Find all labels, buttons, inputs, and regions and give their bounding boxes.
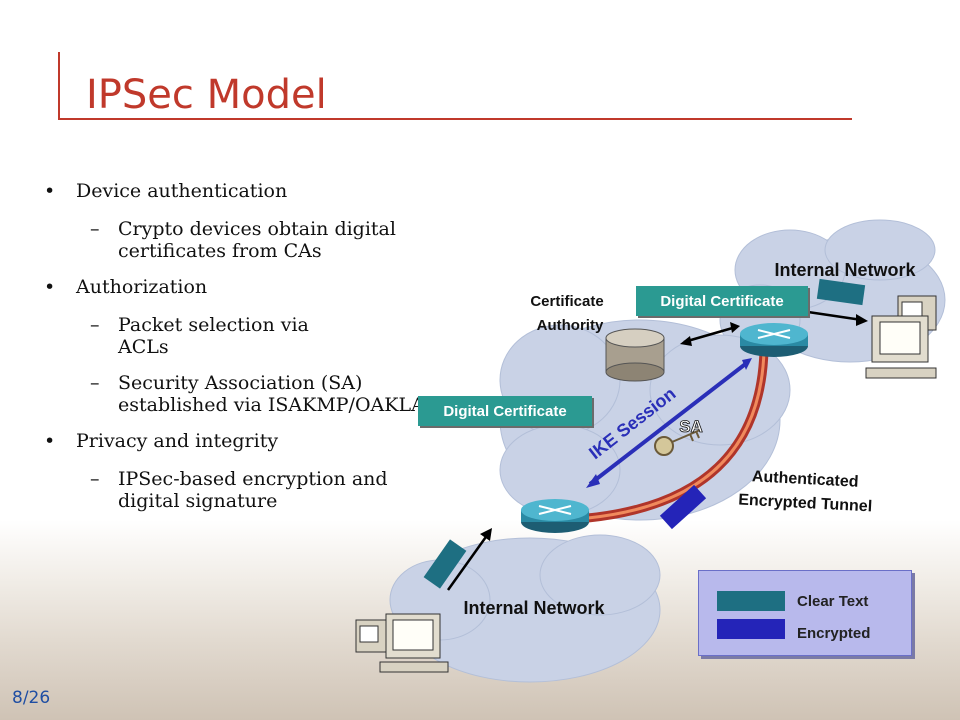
sub-bullet-item: Security Association (SA) established vi… — [44, 372, 444, 416]
packet-icon — [659, 484, 707, 530]
bullet-list: Device authentication Crypto devices obt… — [44, 180, 444, 526]
legend-clear-text: Clear Text — [797, 593, 869, 610]
computer-icon — [865, 295, 937, 379]
sa-label: SA — [679, 417, 703, 436]
bullet-item: Device authentication — [44, 180, 444, 202]
legend-swatch-clear — [717, 591, 785, 611]
router-icon — [740, 323, 808, 357]
computer-icon — [355, 613, 449, 673]
sub-bullet-item: Packet selection via ACLs — [44, 314, 358, 358]
internal-network-label-bottom: Internal Network — [463, 598, 605, 618]
ca-label-line1: Certificate — [530, 293, 603, 310]
tunnel-inner — [587, 349, 766, 520]
legend-encrypted: Encrypted — [797, 625, 871, 642]
bullet-item: Authorization — [44, 276, 444, 298]
internal-network-label-top: Internal Network — [774, 260, 916, 280]
packet-icon — [816, 278, 866, 306]
router-icon — [521, 499, 589, 533]
digital-certificate-box: Digital Certificate — [636, 286, 808, 316]
packet-icon — [423, 539, 467, 589]
digital-certificate-box: Digital Certificate — [418, 396, 592, 426]
ca-label-line2: Authority — [537, 317, 604, 334]
legend: Clear Text Encrypted — [698, 570, 912, 656]
top-link-arrow — [807, 310, 863, 322]
tunnel-label-line2: Encrypted Tunnel — [738, 492, 873, 516]
bottom-link-arrow — [446, 533, 490, 591]
slide-title: IPSec Model — [86, 72, 327, 118]
sub-bullet-item: IPSec-based encryption and digital signa… — [44, 468, 444, 512]
tunnel-label-line1: Authenticated — [752, 468, 859, 491]
title-underline — [58, 118, 852, 120]
database-icon — [605, 328, 665, 382]
title-accent-vertical — [58, 52, 60, 120]
page-number: 8/26 — [12, 688, 51, 708]
ike-session-line — [588, 360, 750, 486]
ca-link-arrow — [683, 325, 737, 344]
key-icon — [654, 429, 701, 456]
bullet-item: Privacy and integrity — [44, 430, 444, 452]
legend-swatch-encrypted — [717, 619, 785, 639]
sub-bullet-item: Crypto devices obtain digital certificat… — [44, 218, 444, 262]
